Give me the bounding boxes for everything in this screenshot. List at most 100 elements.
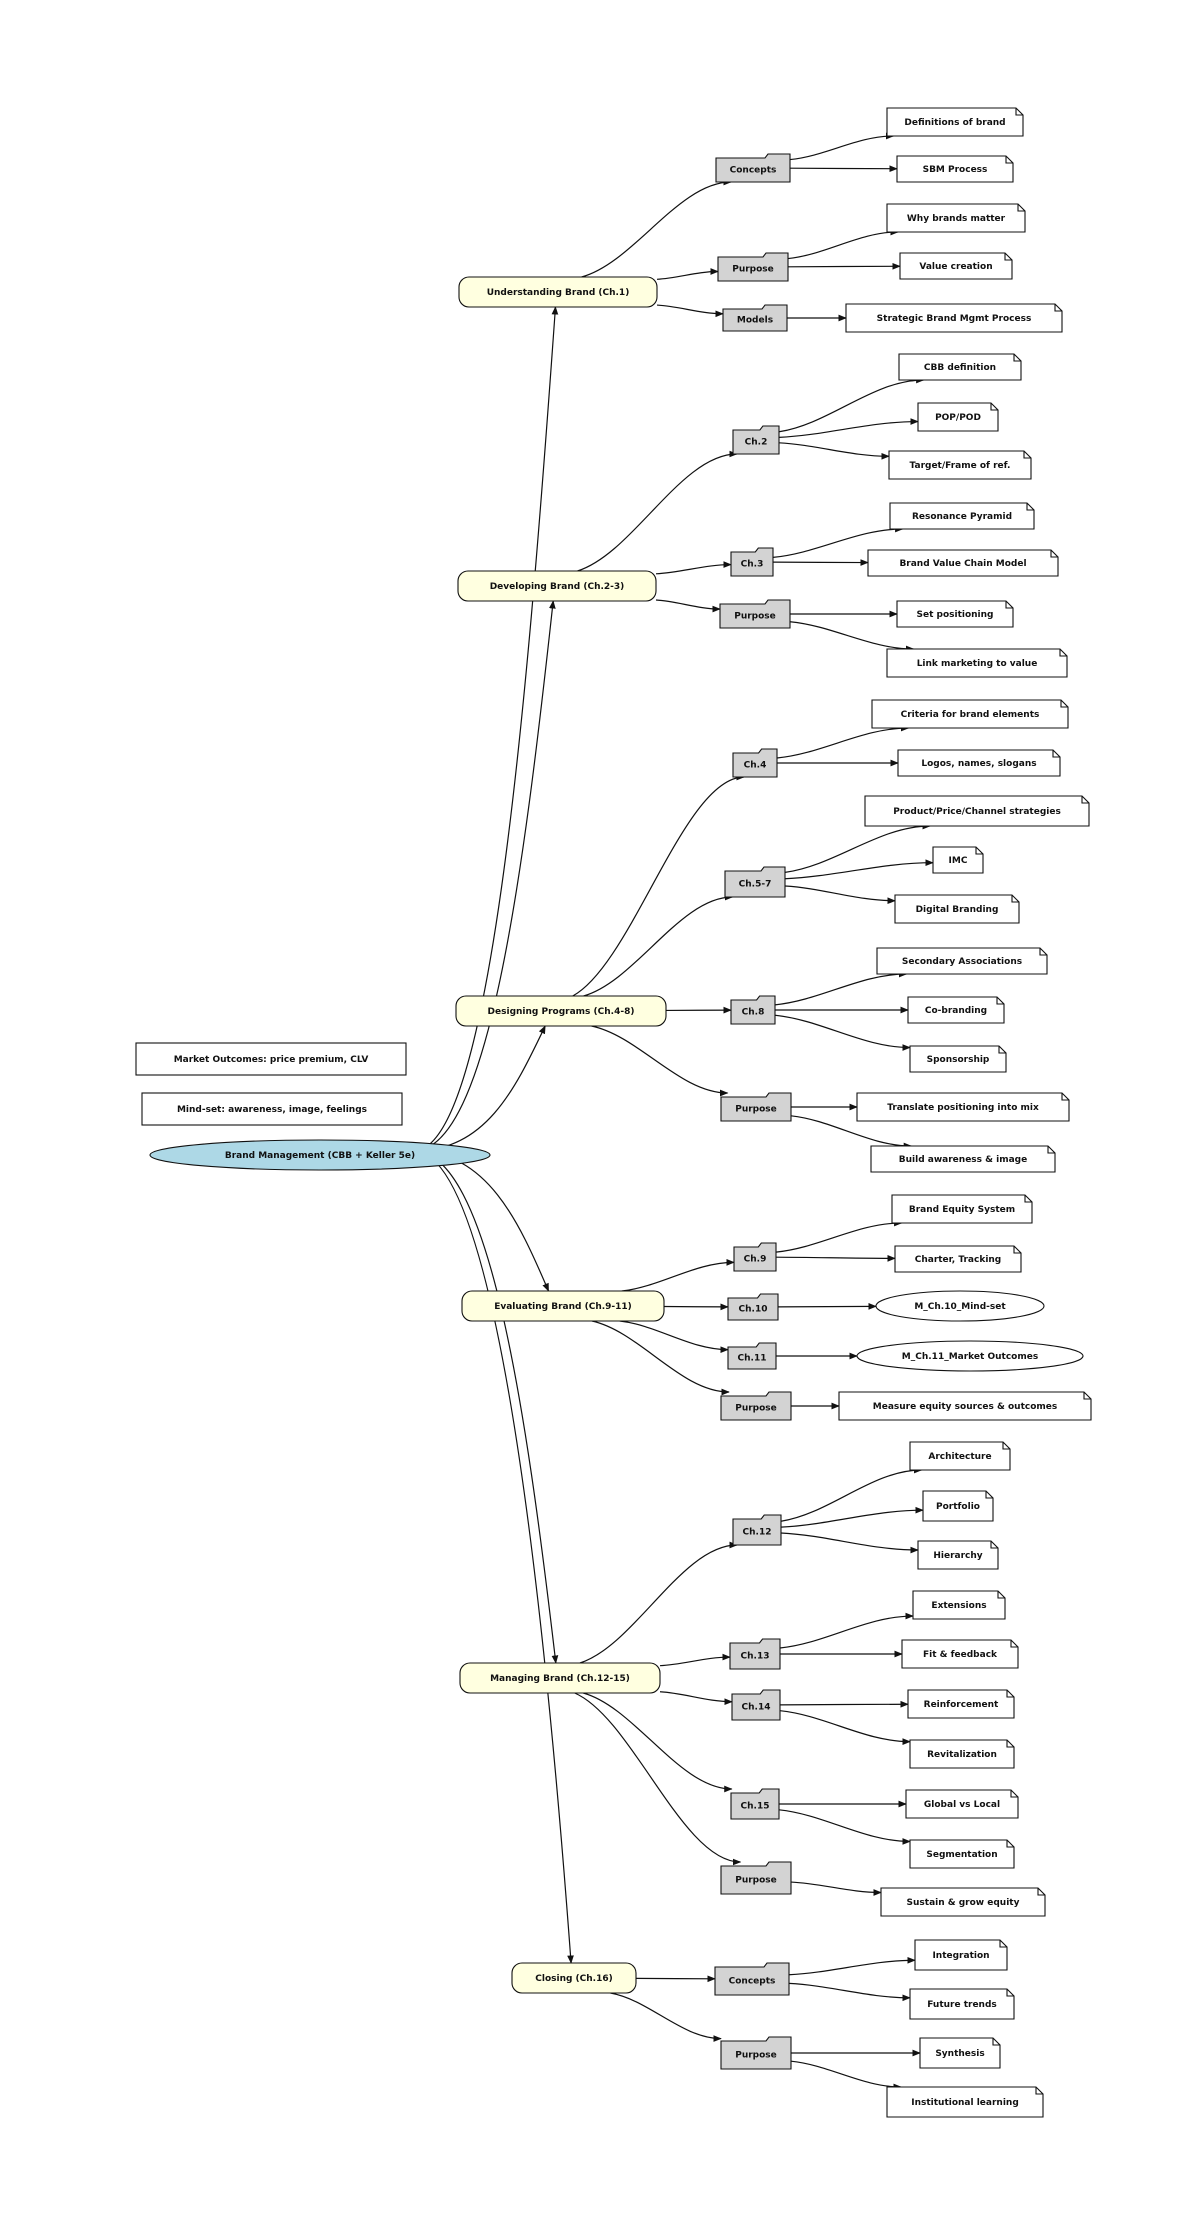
node-n_imc-shape — [932, 846, 984, 874]
node-n_criteria[interactable]: Criteria for brand elements — [871, 699, 1069, 729]
node-ch1-label: Understanding Brand (Ch.1) — [487, 288, 630, 298]
node-ch1_models[interactable]: Models — [722, 304, 788, 332]
node-ch9_ch10-label: Ch.10 — [739, 1305, 768, 1315]
node-n_market[interactable]: M_Ch.11_Market Outcomes — [856, 1340, 1084, 1372]
node-n_bvcm[interactable]: Brand Value Chain Model — [867, 549, 1059, 577]
node-n_sbmp-shape — [845, 303, 1063, 333]
node-n_bes[interactable]: Brand Equity System — [891, 1194, 1033, 1224]
node-n_fit[interactable]: Fit & feedback — [901, 1639, 1019, 1669]
node-n_cobrand[interactable]: Co-branding — [907, 996, 1005, 1024]
node-n_future-shape — [909, 1988, 1015, 2020]
node-n_tracking[interactable]: Charter, Tracking — [894, 1245, 1022, 1273]
node-ch9_ch10[interactable]: Ch.10 — [727, 1293, 779, 1321]
node-ch1_purpose-label: Purpose — [732, 265, 774, 275]
edge-ch16_purpose-to-n_inst — [790, 2060, 902, 2091]
node-ch12_ch14[interactable]: Ch.14 — [731, 1689, 781, 1721]
edge-ch12_ch14-to-n_revit — [779, 1710, 911, 1745]
node-n_measure[interactable]: Measure equity sources & outcomes — [838, 1391, 1092, 1421]
node-ch2_ch2[interactable]: Ch.2 — [732, 425, 780, 455]
edge-ch16_concepts-to-n_future — [788, 1982, 911, 2002]
node-n_arch[interactable]: Architecture — [909, 1441, 1011, 1471]
node-ch12_ch12[interactable]: Ch.12 — [732, 1514, 782, 1546]
node-ch12[interactable]: Managing Brand (Ch.12-15) — [459, 1662, 661, 1694]
node-n_digital[interactable]: Digital Branding — [894, 894, 1020, 924]
node-n_pop[interactable]: POP/POD — [917, 402, 999, 432]
node-ch2_ch3[interactable]: Ch.3 — [730, 547, 774, 577]
node-n_reinf[interactable]: Reinforcement — [907, 1689, 1015, 1719]
node-n_link[interactable]: Link marketing to value — [886, 648, 1068, 678]
node-n_hierarchy-shape — [917, 1540, 999, 1570]
edge-ch2-to-ch2_ch2 — [577, 450, 738, 572]
node-ch4_ch8[interactable]: Ch.8 — [730, 995, 776, 1025]
node-n_setpos[interactable]: Set positioning — [896, 600, 1014, 628]
edge-root-to-ch4 — [413, 1025, 546, 1152]
node-n_portfolio-label: Portfolio — [936, 1502, 980, 1512]
node-ch4_purpose[interactable]: Purpose — [720, 1092, 792, 1122]
node-n_sbm[interactable]: SBM Process — [896, 155, 1014, 183]
node-n_translate[interactable]: Translate positioning into mix — [856, 1092, 1070, 1122]
node-ch4_ch57[interactable]: Ch.5-7 — [724, 866, 786, 898]
node-n_sbm-shape — [896, 155, 1014, 183]
node-ch9_purpose[interactable]: Purpose — [720, 1391, 792, 1421]
node-n_pricing[interactable]: Product/Price/Channel strategies — [864, 795, 1090, 827]
node-n_logos[interactable]: Logos, names, slogans — [897, 749, 1061, 777]
node-ch9[interactable]: Evaluating Brand (Ch.9-11) — [461, 1290, 665, 1322]
node-ch2[interactable]: Developing Brand (Ch.2-3) — [457, 570, 657, 602]
node-ch9_ch11[interactable]: Ch.11 — [727, 1342, 777, 1370]
node-ch4_ch4[interactable]: Ch.4 — [732, 748, 778, 778]
node-ch2_ch2-label: Ch.2 — [745, 438, 768, 448]
node-n_segment[interactable]: Segmentation — [909, 1839, 1015, 1869]
node-n_sponsor[interactable]: Sponsorship — [909, 1045, 1007, 1073]
node-n_sbmp[interactable]: Strategic Brand Mgmt Process — [845, 303, 1063, 333]
node-ch12_ch13[interactable]: Ch.13 — [729, 1638, 781, 1670]
node-n_synth[interactable]: Synthesis — [919, 2037, 1001, 2069]
node-ch1-shape — [458, 276, 658, 308]
node-ch4[interactable]: Designing Programs (Ch.4-8) — [455, 995, 667, 1027]
node-n_def_brand[interactable]: Definitions of brand — [886, 107, 1024, 137]
node-n_inst[interactable]: Institutional learning — [886, 2086, 1044, 2118]
edge-ch12_ch15-to-n_segment — [778, 1809, 911, 1845]
node-n_portfolio[interactable]: Portfolio — [922, 1490, 994, 1522]
node-n_arch-label: Architecture — [928, 1452, 991, 1462]
node-n_sustain[interactable]: Sustain & grow equity — [880, 1887, 1046, 1917]
node-n_revit[interactable]: Revitalization — [909, 1739, 1015, 1769]
node-ch1_purpose[interactable]: Purpose — [717, 252, 789, 282]
node-ch1[interactable]: Understanding Brand (Ch.1) — [458, 276, 658, 308]
node-n_target[interactable]: Target/Frame of ref. — [888, 450, 1032, 480]
node-ch1_concepts[interactable]: Concepts — [715, 153, 791, 183]
node-n_target-shape — [888, 450, 1032, 480]
node-n_why[interactable]: Why brands matter — [886, 203, 1026, 233]
edge-ch4_ch57-to-n_pricing — [784, 822, 931, 873]
node-n_mind[interactable]: M_Ch.10_Mind-set — [875, 1290, 1045, 1322]
node-n_hierarchy[interactable]: Hierarchy — [917, 1540, 999, 1570]
legend-legend2: Mind-set: awareness, image, feelings — [141, 1092, 403, 1126]
node-n_integration[interactable]: Integration — [914, 1939, 1008, 1971]
edge-ch12_purpose-to-n_sustain — [790, 1881, 882, 1896]
node-n_ext[interactable]: Extensions — [912, 1590, 1006, 1620]
legend-legend1: Market Outcomes: price premium, CLV — [135, 1042, 407, 1076]
node-n_global[interactable]: Global vs Local — [905, 1789, 1019, 1819]
node-n_cbb[interactable]: CBB definition — [898, 353, 1022, 381]
node-n_value[interactable]: Value creation — [899, 252, 1013, 280]
edge-ch2-to-ch2_ch3 — [655, 561, 732, 575]
node-ch12_purpose[interactable]: Purpose — [720, 1861, 792, 1895]
node-ch12_ch15[interactable]: Ch.15 — [730, 1788, 780, 1820]
node-n_target-label: Target/Frame of ref. — [910, 461, 1011, 471]
node-n_reinf-label: Reinforcement — [924, 1700, 999, 1710]
node-n_imc[interactable]: IMC — [932, 846, 984, 874]
node-ch9_ch9[interactable]: Ch.9 — [733, 1242, 777, 1272]
node-n_build[interactable]: Build awareness & image — [870, 1145, 1056, 1173]
node-n_secondary[interactable]: Secondary Associations — [876, 947, 1048, 975]
node-ch12_purpose-label: Purpose — [735, 1876, 777, 1886]
node-n_pop-shape — [917, 402, 999, 432]
node-root[interactable]: Brand Management (CBB + Keller 5e) — [149, 1139, 491, 1171]
node-ch12-shape — [459, 1662, 661, 1694]
node-ch2_purpose[interactable]: Purpose — [719, 599, 791, 629]
node-ch16_purpose[interactable]: Purpose — [720, 2036, 792, 2070]
node-n_future[interactable]: Future trends — [909, 1988, 1015, 2020]
node-ch16[interactable]: Closing (Ch.16) — [511, 1962, 637, 1994]
node-n_pyramid[interactable]: Resonance Pyramid — [889, 502, 1035, 530]
node-ch16_concepts[interactable]: Concepts — [714, 1962, 790, 1996]
legend-legend2-label: Mind-set: awareness, image, feelings — [177, 1105, 367, 1115]
